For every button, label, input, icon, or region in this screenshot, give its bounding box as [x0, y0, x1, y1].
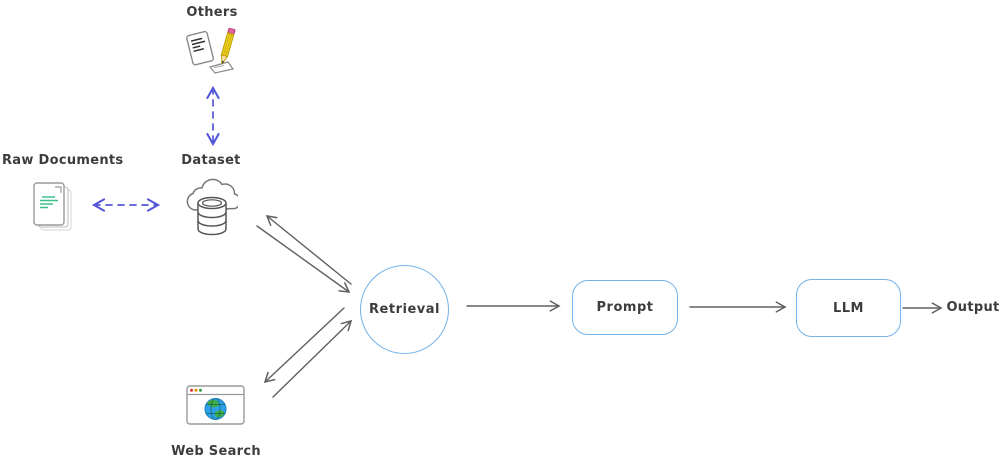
stacked-documents-icon — [33, 182, 72, 231]
cloud-database-icon — [186, 178, 238, 236]
dataset-label: Dataset — [181, 153, 241, 168]
prompt-node-label: Prompt — [596, 300, 654, 315]
retrieval-node: Retrieval — [360, 265, 449, 354]
arrow-dataset-to-retrieval — [256, 225, 351, 293]
notes-pencil-icon — [186, 27, 236, 74]
retrieval-node-label: Retrieval — [369, 302, 440, 317]
others-label: Others — [186, 5, 238, 20]
browser-globe-icon — [186, 385, 245, 425]
arrow-retrieval-to-websearch — [263, 307, 345, 384]
web-search-label: Web Search — [171, 444, 261, 459]
prompt-node: Prompt — [572, 280, 678, 335]
llm-node-label: LLM — [832, 300, 864, 316]
output-label: Output — [946, 300, 1000, 315]
llm-node: LLM — [796, 279, 901, 337]
arrow-retrieval-to-dataset — [265, 215, 352, 285]
raw-documents-label: Raw Documents — [2, 153, 124, 168]
arrow-websearch-to-retrieval — [272, 319, 353, 398]
